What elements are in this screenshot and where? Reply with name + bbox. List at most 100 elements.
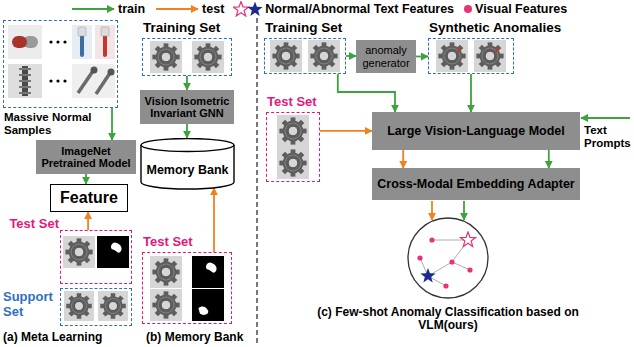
- legend-swatch: [154, 3, 200, 15]
- test-set: Test Set: [266, 112, 320, 182]
- set-heading: Training Set: [143, 20, 243, 35]
- panel-caption: (a) Meta Learning: [3, 331, 138, 344]
- heading-holder: Test Set: [267, 95, 337, 110]
- sample-images-part: [150, 41, 182, 73]
- normal-sample-images: [8, 25, 115, 98]
- cylinder-top: [141, 139, 234, 152]
- model-box: ImageNet Pretrained Model: [36, 140, 136, 174]
- normal-sample-images-part: [72, 25, 92, 59]
- normal-sample-images-part: [19, 74, 31, 76]
- embedding-space-part-part: [467, 267, 472, 272]
- sample-images-part: [192, 289, 224, 321]
- prompt-arrow: [581, 117, 630, 119]
- normal-sample-images-part: [8, 25, 42, 59]
- embedding-space: [408, 218, 488, 298]
- normal-sample-images-part: [108, 69, 115, 76]
- sample-images-part: [64, 291, 94, 321]
- embedding-space-part: [408, 218, 488, 298]
- panel-caption: (c) Few-shot Anomaly Classification base…: [298, 306, 598, 333]
- heading-holder: Synthetic Anomalies: [429, 20, 619, 35]
- normal-sample-images-part: [78, 71, 93, 93]
- heading-holder: Training Set: [143, 20, 243, 35]
- panel-caption-holder: (a) Meta Learning: [3, 331, 138, 344]
- prompt-label-holder: Text Prompts: [584, 124, 632, 150]
- flow-arrow: [111, 108, 113, 140]
- legend-swatch: [70, 3, 116, 15]
- legend-star: [248, 2, 263, 16]
- normal-sample-images-part: [72, 64, 115, 98]
- prompt-label: Text Prompts: [584, 124, 632, 150]
- embedding-space-part: [420, 240, 470, 286]
- embedding-space-part-part: [417, 255, 422, 260]
- normal-sample-images-part: [12, 36, 27, 48]
- heading-holder: Training Set: [265, 20, 355, 35]
- panel-divider: [256, 18, 257, 344]
- sample-images-part: [192, 41, 224, 73]
- legend-star: [234, 2, 249, 16]
- flow-arrow: [416, 56, 428, 58]
- set-heading: Support Set: [3, 290, 59, 319]
- sample-images-part: [277, 115, 309, 147]
- flow-arrow: [338, 74, 395, 112]
- training-set: Training Set: [264, 38, 346, 74]
- sample-images-part: [277, 147, 309, 179]
- flow-arrow: [186, 76, 188, 90]
- embed-arrow: [463, 201, 465, 220]
- legend-text: test: [202, 2, 224, 16]
- panel-caption-holder: (c) Few-shot Anomaly Classification base…: [298, 306, 598, 333]
- normal-sample-images-part: [91, 67, 98, 74]
- legend-swatch: [463, 3, 473, 15]
- flow-arrow: [213, 188, 215, 252]
- flow-arrow: [470, 74, 472, 112]
- normal-sample-images-part: [103, 34, 107, 57]
- sample-images-part: [436, 40, 468, 72]
- normal-sample-images-part: [8, 64, 42, 98]
- legend-item: Visual Features: [463, 2, 567, 16]
- embedding-space-part: [460, 232, 475, 246]
- sample-images-part: [474, 40, 506, 72]
- box-label: Vision Isometric Invariant GNN: [144, 95, 230, 120]
- normal-sample-images-part: [63, 79, 66, 82]
- model-box: Large Vision-Language Model: [372, 112, 580, 150]
- box-label: Cross-Modal Embedding Adapter: [376, 177, 576, 191]
- legend: traintestNormal/Abnormal Text FeaturesVi…: [70, 1, 567, 17]
- flow-arrow: [320, 130, 372, 132]
- memory-bank: Memory Bank: [140, 138, 235, 190]
- normal-sample-images-part: [19, 68, 31, 70]
- flow-arrow: [346, 55, 356, 57]
- box-label: Large Vision-Language Model: [376, 124, 576, 138]
- normal-sample-images-part: [49, 79, 52, 82]
- panel-caption: (b) Memory Bank: [146, 331, 256, 344]
- synthetic-set: Synthetic Anomalies: [428, 38, 514, 74]
- adapter-box: Cross-Modal Embedding Adapter: [372, 168, 580, 200]
- box-label: ImageNet Pretrained Model: [40, 145, 132, 170]
- normal-sample-images-part: [78, 27, 86, 36]
- embedding-space-part: [420, 268, 435, 282]
- flow-arrow: [85, 174, 87, 184]
- normal-sample-images-part: [56, 79, 59, 82]
- legend-swatch: [233, 1, 263, 17]
- box-label: anomaly generator: [360, 44, 412, 69]
- box-label: Memory Bank: [144, 163, 231, 177]
- legend-item: Normal/Abnormal Text Features: [233, 1, 454, 17]
- legend-text: Normal/Abnormal Text Features: [265, 2, 454, 16]
- normal-sample-images-part: [19, 86, 31, 88]
- sample-images-part: [63, 236, 95, 268]
- embedding-space-part-part: [443, 283, 448, 288]
- set-heading: Test Set: [267, 95, 337, 110]
- heading-holder: Support Set: [3, 290, 59, 319]
- box-label: Feature: [55, 189, 123, 207]
- embed-arrow: [431, 201, 433, 220]
- embedding-space-part-part: [452, 262, 470, 270]
- set-heading: Test Set: [3, 217, 59, 232]
- embedding-space-part-part: [429, 237, 434, 242]
- flow-arrow: [402, 150, 404, 168]
- heading-holder: Test Set: [143, 235, 223, 250]
- flow-arrow: [548, 150, 550, 168]
- training-set: Training Set: [142, 38, 232, 76]
- normal-sample-images-part: [19, 92, 31, 94]
- sample-images-part: [150, 289, 182, 321]
- normal-sample-images-part: [80, 34, 84, 57]
- set-heading: Synthetic Anomalies: [429, 20, 619, 35]
- panel-caption-holder: (b) Memory Bank: [146, 331, 256, 344]
